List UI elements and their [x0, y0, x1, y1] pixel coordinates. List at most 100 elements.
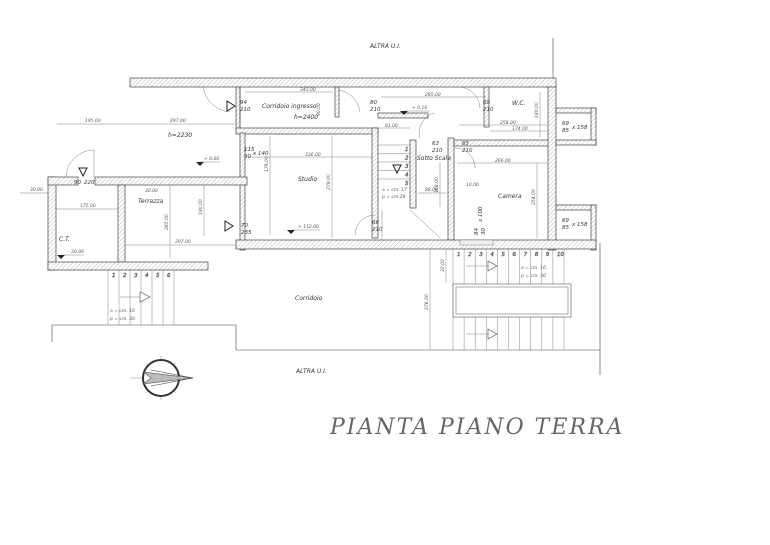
level: + 0.10	[412, 105, 427, 111]
dim: 285.00	[425, 92, 441, 98]
stair-step-number: 4	[490, 252, 494, 258]
stair-step-number: 10	[557, 252, 564, 258]
dim: 265.00	[164, 214, 170, 230]
stair-step-number: 2	[468, 252, 472, 258]
level: - 30.00	[68, 249, 84, 255]
stair-step-number: 3	[405, 164, 409, 170]
dim: 30.00	[145, 188, 158, 194]
opening-width: 65	[462, 141, 469, 147]
dim: 174.00	[512, 126, 528, 132]
stair-step-number: 5	[405, 181, 409, 187]
stair-step-number: 2	[405, 156, 409, 162]
walls	[47, 77, 597, 271]
stair-tread: p = cm. 30	[109, 316, 135, 322]
opening-width: 80	[370, 100, 377, 106]
door-swings	[65, 86, 481, 236]
stair-step-number: 4	[145, 273, 149, 279]
stair-step-number: 1	[112, 273, 116, 279]
dim: 32.00	[440, 259, 446, 272]
dim: 30.00	[30, 187, 43, 193]
room-wc: W.C.	[512, 100, 526, 107]
stair-step-number: 9	[546, 252, 550, 258]
opening-width: 84	[474, 228, 480, 235]
opening-width: 90	[74, 180, 81, 186]
opening-depth: x 140	[252, 151, 269, 157]
neighbor-bottom-label: ALTRA U.I.	[295, 368, 327, 375]
opening-depth: x 158	[571, 222, 588, 228]
dim: 258.00	[500, 120, 516, 126]
dimension-lines	[20, 91, 547, 350]
opening-height: 235	[241, 230, 252, 236]
dim: 175.00	[80, 203, 96, 209]
stair-riser: a = cm. 17	[382, 187, 407, 193]
opening-height: 90	[244, 154, 251, 160]
opening-height: 220	[84, 180, 95, 186]
opening-height: 85	[562, 225, 569, 231]
stair-step-number: 6	[167, 273, 171, 279]
opening-width: 69	[562, 121, 569, 127]
opening-height: 85	[562, 128, 569, 134]
dim: 179.00	[264, 156, 270, 172]
drawing-title: PIANTA PIANO TERRA	[329, 415, 624, 440]
room-corridoio-ingresso-height: h=2400	[294, 114, 318, 121]
dim: 180.00	[534, 102, 540, 118]
opening-width: 70	[241, 223, 248, 229]
stair-step-number: 2	[123, 273, 127, 279]
dim: 343.00	[300, 87, 316, 93]
dim: 297.00	[170, 118, 186, 124]
dim: 168.00	[434, 177, 440, 193]
dim: 190.00	[198, 199, 204, 215]
stair-step-number: 1	[405, 147, 409, 153]
ingresso-height: h=2230	[168, 132, 192, 139]
dim: 254.00	[531, 189, 537, 205]
stair-step-number: 7	[524, 252, 528, 258]
stair-step-number: 5	[501, 252, 505, 258]
stair-step-number: 4	[405, 173, 409, 179]
dim: 10.00	[466, 182, 479, 188]
opening-width: 115	[244, 147, 255, 153]
stair-step-number: 3	[479, 252, 483, 258]
stair-riser: a = cm. 16	[110, 308, 135, 314]
opening-height: 210	[432, 148, 443, 154]
stair-step-number: 3	[134, 273, 138, 279]
opening-height: 210	[370, 107, 381, 113]
opening-height: 210	[462, 148, 473, 154]
opening-width: 63	[432, 141, 439, 147]
opening-depth: x 100	[478, 206, 484, 223]
dim: 90.00	[316, 103, 322, 116]
stair-step-number: 8	[535, 252, 539, 258]
room-studio: Studio	[298, 176, 317, 183]
opening-labels: 94 210 80 210 69 210 115 90 x 140 70 235…	[74, 100, 588, 236]
dim: 336.00	[305, 152, 321, 158]
stair-step-number: 6	[513, 252, 517, 258]
room-camera: Camera	[498, 193, 522, 200]
dim: 297.00	[175, 239, 191, 245]
stair-tread: p = cm. 30	[520, 273, 546, 279]
room-terrazza: Terrazza	[138, 198, 164, 205]
dim: 195.00	[85, 118, 101, 124]
neighbor-top-label: ALTRA U.I.	[369, 43, 401, 50]
north-arrow-icon	[131, 356, 194, 400]
opening-height: 210	[483, 107, 494, 113]
opening-height: 210	[372, 227, 383, 233]
opening-width: 69	[483, 100, 490, 106]
room-corridoio: Corridoio	[295, 295, 323, 302]
opening-height: 210	[240, 107, 251, 113]
room-ct: C.T.	[59, 236, 70, 243]
level: + 112.00	[298, 224, 319, 230]
stair-riser: a = cm. 16	[521, 265, 546, 271]
dim: 276.00	[424, 294, 430, 310]
level: + 0.00	[204, 156, 219, 162]
level-markers: + 0.00 + 0.10 + 112.00 - 30.00	[57, 105, 430, 259]
opening-width: 66	[372, 220, 379, 226]
room-sotto-scala: Sotto Scala	[417, 155, 451, 162]
opening-width: 94	[240, 100, 247, 106]
dim: 266.00	[495, 158, 511, 164]
dim: 88.00	[425, 187, 438, 193]
dim: 81.00	[385, 123, 398, 129]
opening-width: 69	[562, 218, 569, 224]
